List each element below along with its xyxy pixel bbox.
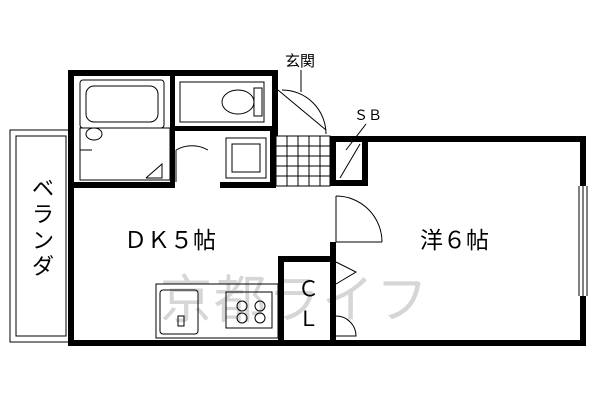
svg-text:ン: ン bbox=[32, 229, 54, 254]
toilet bbox=[179, 81, 265, 123]
svg-text:ダ: ダ bbox=[32, 255, 54, 280]
closet-label: Ｃ Ｌ bbox=[298, 277, 319, 331]
walls bbox=[68, 70, 586, 346]
dk-label: ＤＫ５帖 bbox=[124, 228, 216, 254]
svg-text:Ｌ: Ｌ bbox=[298, 307, 319, 331]
kitchen-counter bbox=[155, 283, 279, 339]
shoe-box-label: ＳＢ bbox=[354, 108, 382, 124]
svg-text:ベ: ベ bbox=[32, 177, 54, 202]
shoe-box bbox=[339, 143, 361, 179]
entrance-door bbox=[276, 89, 330, 137]
closet-doors bbox=[335, 261, 358, 337]
entrance-floor bbox=[275, 135, 331, 187]
room-door bbox=[335, 195, 383, 243]
washing-machine bbox=[225, 137, 267, 179]
svg-text:ラ: ラ bbox=[32, 203, 54, 228]
bath-door bbox=[175, 145, 209, 182]
windows bbox=[578, 186, 588, 296]
entrance-label: 玄関 bbox=[285, 52, 315, 70]
western-room-label: 洋６帖 bbox=[420, 228, 489, 254]
watermark: 京都ライフ bbox=[160, 271, 430, 331]
veranda-label: ベ ラ ン ダ bbox=[32, 177, 54, 280]
bathtub bbox=[79, 79, 165, 129]
svg-text:Ｃ: Ｃ bbox=[298, 277, 319, 301]
washroom bbox=[79, 127, 171, 181]
